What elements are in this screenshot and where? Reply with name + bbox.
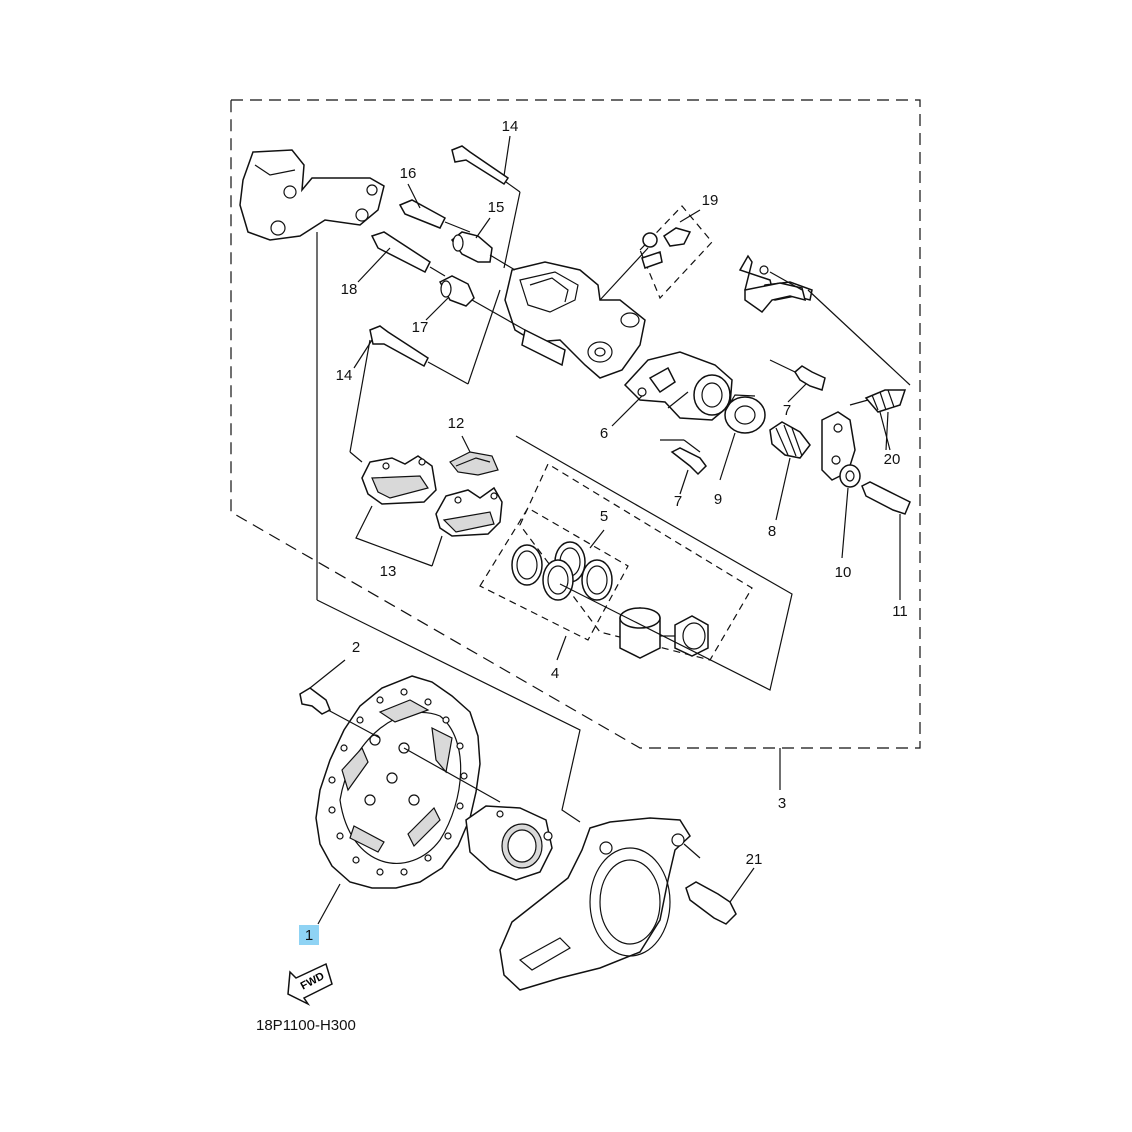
caliper-body [504, 261, 646, 379]
callout-9[interactable]: 9 [714, 491, 722, 508]
callout-13[interactable]: 13 [380, 563, 397, 580]
bolt-11 [861, 481, 911, 600]
callout-labels: 1 2 3 4 5 6 7 7 8 9 10 11 12 13 14 14 15… [305, 118, 908, 944]
plate [821, 411, 856, 481]
callout-11[interactable]: 11 [892, 603, 908, 620]
callout-4[interactable]: 4 [551, 665, 559, 682]
callout-7-lower[interactable]: 7 [674, 493, 682, 510]
callout-2[interactable]: 2 [352, 639, 360, 656]
bleed-screw-assembly [599, 205, 713, 301]
callout-leaders [353, 135, 889, 495]
seal-kit-boundary [479, 463, 753, 661]
callout-15[interactable]: 15 [488, 199, 505, 216]
callout-5[interactable]: 5 [600, 508, 608, 525]
pin-18 [370, 231, 446, 277]
callout-16[interactable]: 16 [400, 165, 417, 182]
callout-8[interactable]: 8 [768, 523, 776, 540]
bolt-21 [685, 867, 755, 925]
boot-9 [719, 394, 766, 481]
disc-bolt-2 [299, 659, 381, 739]
callout-3[interactable]: 3 [778, 795, 786, 812]
callout-17[interactable]: 17 [412, 319, 429, 336]
pistons-4 [556, 607, 709, 661]
callout-14-lower[interactable]: 14 [336, 367, 353, 384]
bolt-7-lower [660, 439, 707, 476]
brake-pads-13 [349, 339, 503, 567]
caliper-piston-housing [623, 351, 733, 421]
bushing-15 [450, 231, 516, 271]
bushing-17 [438, 275, 526, 331]
callout-1[interactable]: 1 [305, 927, 313, 944]
caliper-assembly-boundary [230, 99, 921, 790]
pad-spring-12 [449, 435, 499, 476]
seals-5 [511, 529, 613, 601]
wheel-hub [403, 747, 553, 881]
pad-leader-lines [316, 435, 793, 823]
callout-6[interactable]: 6 [600, 425, 608, 442]
mounting-plate [738, 254, 911, 386]
callout-21[interactable]: 21 [746, 851, 763, 868]
callout-20[interactable]: 20 [884, 451, 901, 468]
bolt-14-upper [451, 145, 521, 269]
spring-20 [849, 389, 907, 451]
spring-8 [769, 421, 811, 521]
callout-7-upper[interactable]: 7 [783, 402, 791, 419]
forward-arrow-icon: FWD [287, 962, 333, 1006]
brake-disc-1 [315, 675, 481, 925]
callout-19[interactable]: 19 [702, 192, 719, 209]
callout-10[interactable]: 10 [835, 564, 852, 581]
bolt-14-lower [369, 289, 501, 385]
diagram-code: 18P1100-H300 [256, 1017, 356, 1034]
caliper-bracket [239, 149, 385, 600]
part-1-highlight [299, 925, 319, 945]
callout-12[interactable]: 12 [448, 415, 465, 432]
caliper-mount-plate [499, 817, 701, 991]
pin-16 [398, 199, 471, 233]
bolt-7-upper [769, 359, 826, 391]
washer-10 [839, 464, 861, 559]
callout-14-upper[interactable]: 14 [502, 118, 519, 135]
callout-18[interactable]: 18 [341, 281, 358, 298]
